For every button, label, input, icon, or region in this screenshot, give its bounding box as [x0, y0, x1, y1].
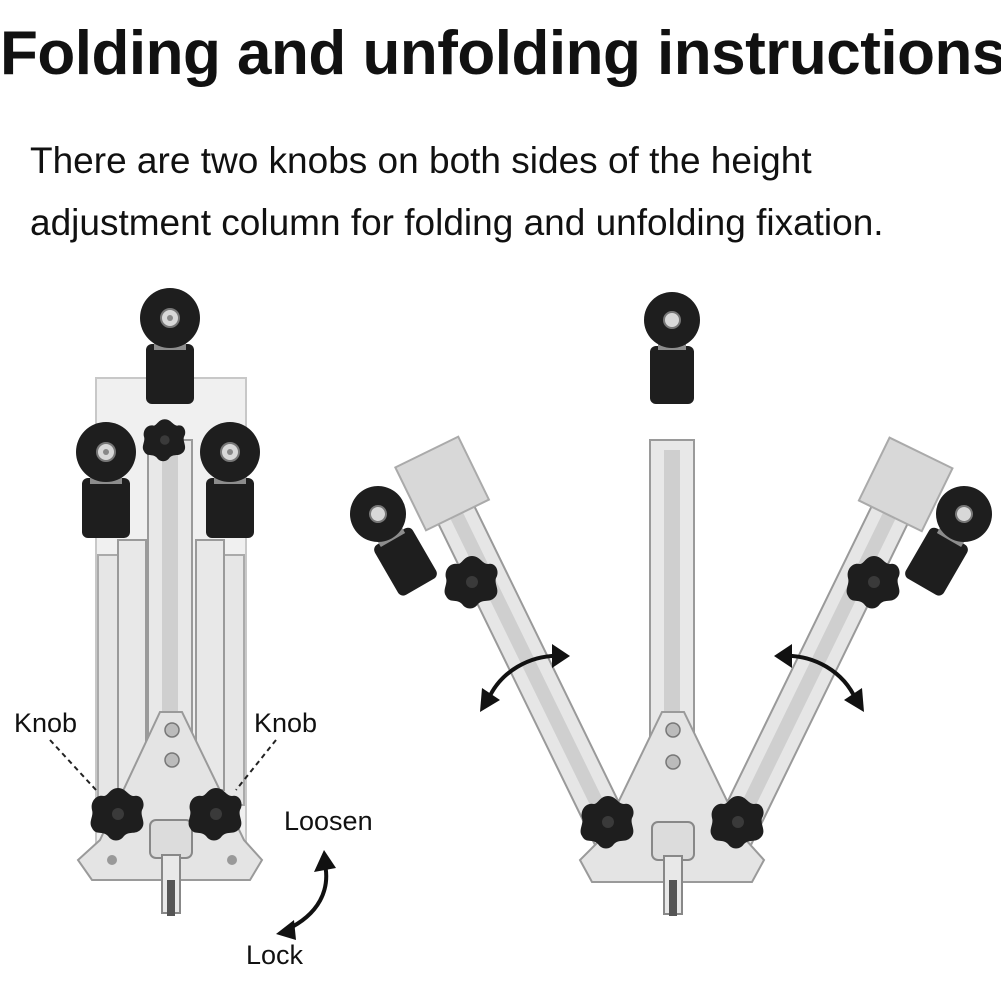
unfolded-stand: [338, 291, 1001, 916]
folded-stand: [75, 287, 264, 916]
knob-left-label: Knob: [14, 708, 78, 738]
knob-right-label: Knob: [254, 708, 318, 738]
page-title: Folding and unfolding instructions: [0, 19, 1001, 88]
description-text: There are two knobs on both sides of the…: [30, 140, 884, 243]
loosen-label: Loosen: [284, 806, 373, 836]
lock-label: Lock: [246, 940, 304, 970]
